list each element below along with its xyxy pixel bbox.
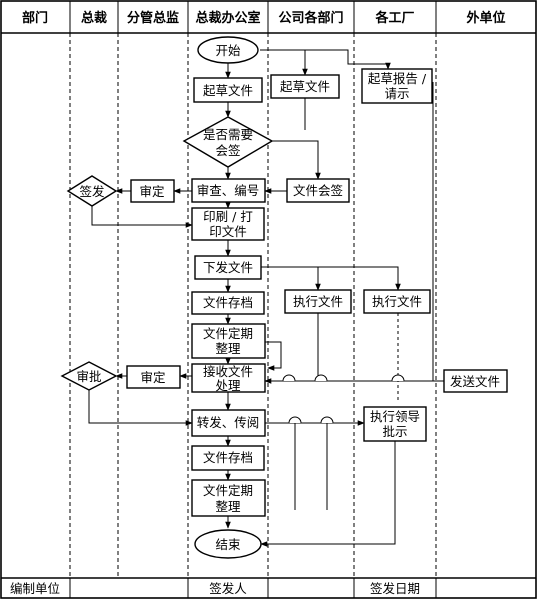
node-execute-instruction: 执行领导 批示 [363, 406, 427, 442]
node-end: 结束 [194, 529, 262, 559]
node-decision-cosign-label-1: 是否需要 [203, 127, 253, 142]
node-start: 开始 [197, 36, 259, 64]
node-receive: 接收文件 处理 [191, 363, 266, 393]
lane-header-director: 分管总监 [127, 10, 179, 26]
footer-issuer-label: 签发人 [209, 581, 247, 596]
node-draft-office: 起草文件 [193, 77, 263, 103]
node-start-label: 开始 [215, 43, 241, 58]
node-cosign: 文件会签 [286, 178, 350, 203]
node-draft-factory-label-2: 请示 [384, 86, 409, 101]
node-review-ceo: 审批 [60, 361, 118, 391]
node-execute-instruction-label-1: 执行领导 [370, 409, 420, 424]
node-archive-1-label: 文件存档 [203, 295, 253, 310]
node-print-label-1: 印刷 / 打 [203, 209, 253, 224]
node-archive-2: 文件存档 [191, 445, 265, 471]
node-receive-label-2: 处理 [215, 378, 241, 393]
node-decision-cosign: 是否需要 会签 [182, 116, 274, 168]
node-draft-department-label: 起草文件 [280, 79, 330, 94]
lane-header-factories: 各工厂 [374, 10, 414, 26]
node-organize-1: 文件定期 整理 [191, 323, 266, 359]
node-archive-1: 文件存档 [191, 291, 265, 315]
node-execute-instruction-label-2: 批示 [382, 424, 407, 439]
node-execute-department-label: 执行文件 [293, 294, 343, 309]
node-print: 印刷 / 打 印文件 [191, 207, 265, 241]
node-execute-factory-label: 执行文件 [372, 294, 422, 309]
node-approve-2: 审定 [126, 365, 181, 389]
node-draft-office-label: 起草文件 [203, 83, 253, 98]
node-archive-2-label: 文件存档 [203, 450, 253, 465]
node-organize-2: 文件定期 整理 [191, 479, 266, 517]
node-review-number: 审查、编号 [191, 178, 266, 203]
node-forward-label: 转发、传阅 [197, 415, 260, 430]
node-send-external-label: 发送文件 [450, 374, 500, 389]
node-forward: 转发、传阅 [191, 409, 266, 437]
node-organize-1-label-1: 文件定期 [203, 326, 253, 341]
node-print-label-2: 印文件 [209, 224, 247, 239]
node-decision-cosign-label-2: 会签 [215, 143, 241, 158]
node-cosign-label: 文件会签 [293, 183, 344, 198]
connectors [88, 49, 444, 547]
footer-unit-label: 编制单位 [10, 581, 60, 596]
footer-date-label: 签发日期 [370, 581, 420, 596]
node-issue: 下发文件 [194, 255, 262, 280]
node-draft-department: 起草文件 [270, 74, 340, 99]
node-execute-factory: 执行文件 [363, 289, 431, 314]
node-approve-1: 审定 [130, 179, 175, 203]
node-review-number-label: 审查、编号 [197, 183, 260, 198]
node-receive-label-1: 接收文件 [203, 364, 253, 379]
lane-headers: 部门 总裁 分管总监 总裁办公室 公司各部门 各工厂 外单位 [22, 10, 506, 26]
node-draft-factory: 起草报告 / 请示 [361, 68, 433, 104]
node-approve-2-label: 审定 [140, 370, 165, 385]
lane-header-departments: 公司各部门 [278, 10, 343, 26]
line-hops [282, 374, 405, 424]
node-send-external: 发送文件 [443, 369, 508, 393]
footer-row: 编制单位 签发人 签发日期 [10, 578, 437, 598]
node-review-ceo-label: 审批 [76, 369, 101, 384]
node-approve-1-label: 审定 [139, 184, 164, 199]
node-end-label: 结束 [215, 537, 241, 552]
node-draft-factory-label-1: 起草报告 / [368, 71, 427, 86]
node-sign-off: 签发 [66, 175, 118, 207]
node-organize-2-label-1: 文件定期 [203, 483, 253, 498]
lane-header-ceo-office: 总裁办公室 [195, 10, 260, 26]
header-dividers [69, 1, 437, 33]
lane-header-ceo: 总裁 [81, 10, 107, 26]
node-execute-department: 执行文件 [284, 289, 352, 314]
lane-header-department: 部门 [22, 10, 48, 26]
node-organize-1-label-2: 整理 [215, 341, 241, 356]
node-sign-off-label: 签发 [79, 184, 105, 199]
node-organize-2-label-2: 整理 [215, 499, 241, 514]
node-issue-label: 下发文件 [203, 260, 253, 275]
lane-header-external: 外单位 [465, 10, 505, 26]
